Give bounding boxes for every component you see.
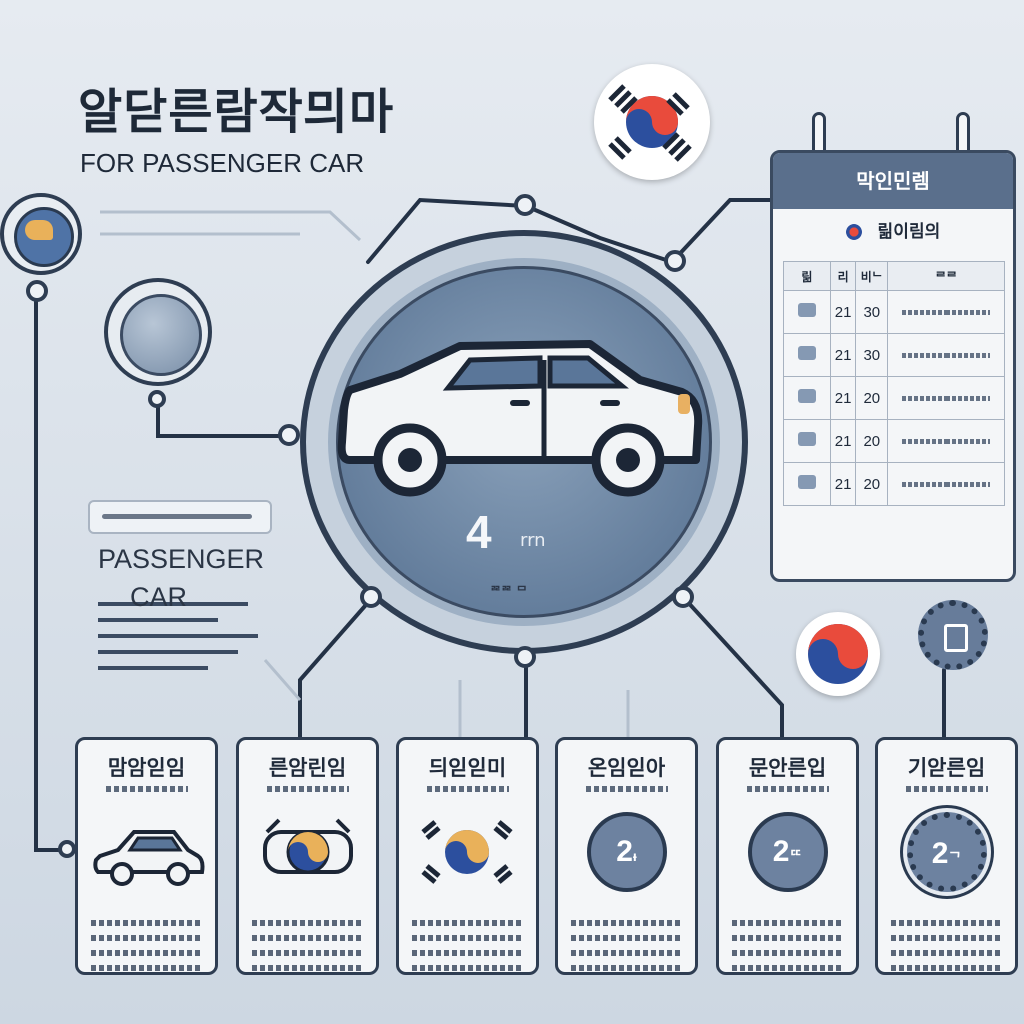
calendar-cell: 21 (829, 376, 857, 420)
table-row: 21 30 (783, 333, 1005, 377)
connector-node (58, 840, 76, 858)
flag-badge-icon (796, 612, 880, 696)
card-title: 맘암읻임 (107, 756, 186, 780)
row-icon (783, 290, 831, 334)
table-row: 21 30 (783, 290, 1005, 334)
table-row: 21 20 (783, 376, 1005, 420)
calendar-cell: 20 (855, 462, 889, 506)
side-label-line1: PASSENGER (98, 544, 265, 574)
info-card[interactable]: 온임읻아 2ᵻ (555, 737, 698, 975)
korean-flag-icon (594, 64, 710, 180)
side-label: PASSENGER CAR (98, 540, 264, 616)
connector-node (514, 194, 536, 216)
connector-node (672, 586, 694, 608)
car-icon (337, 340, 703, 497)
car-icon (93, 830, 205, 886)
info-card[interactable]: 듸읻읻미 (396, 737, 539, 975)
calendar-panel: 막인민렘 릶이림의 릶 리 비ᄂ ᄅᄅ 21 30 21 30 21 20 (770, 150, 1016, 582)
calendar-cell: 21 (829, 290, 857, 334)
calendar-header: 막인민렘 (773, 153, 1013, 209)
flag-icon (421, 820, 513, 884)
calendar-table: 릶 리 비ᄂ ᄅᄅ 21 30 21 30 21 20 21 20 (783, 261, 1005, 506)
info-card[interactable]: 른암린임 (236, 737, 379, 975)
calendar-cell: 21 (829, 419, 857, 463)
calendar-column-header: 리 (829, 261, 857, 291)
calendar-column-header: 비ᄂ (855, 261, 889, 291)
dial-button[interactable] (104, 278, 212, 386)
table-row: 21 20 (783, 462, 1005, 506)
calendar-column-header: ᄅᄅ (887, 261, 1005, 291)
card-title: 른암린임 (268, 756, 347, 780)
card-title: 문안른입 (748, 756, 827, 780)
card-title: 듸읻읻미 (428, 756, 507, 780)
row-icon (783, 333, 831, 377)
hub-unit: rrn (520, 530, 546, 551)
flag-mini-icon (845, 224, 862, 240)
page-title: 알닫른람작믜마 (78, 84, 395, 140)
page-subtitle: FOR PASSENGER CAR (80, 148, 365, 178)
taegeuk-knob-icon[interactable] (0, 193, 82, 275)
connector-node (278, 424, 300, 446)
row-icon (783, 376, 831, 420)
row-icon (783, 419, 831, 463)
card-title: 온임읻아 (587, 756, 666, 780)
calendar-cell: 30 (855, 333, 889, 377)
card-title: 기앋른임 (907, 756, 986, 780)
info-card[interactable]: 맘암읻임 (75, 737, 218, 975)
table-row: 21 20 (783, 419, 1005, 463)
seal-number-badge: 2ᄀ (906, 812, 987, 892)
info-card[interactable]: 문안른입 2ᄄ (716, 737, 859, 975)
connector-node (148, 390, 166, 408)
seal-badge-icon (918, 600, 988, 670)
side-label-line2: CAR (130, 582, 188, 612)
connector-node (514, 646, 536, 668)
hub-caption: ᄙᄙ ᄆ (490, 584, 528, 598)
calendar-cell: 30 (855, 290, 889, 334)
info-card[interactable]: 기앋른임 2ᄀ (875, 737, 1018, 975)
connector-node (360, 586, 382, 608)
calendar-cell: 20 (855, 419, 889, 463)
row-icon (783, 462, 831, 506)
hub-value: 4 (466, 506, 492, 558)
number-badge: 2ᄄ (747, 812, 828, 892)
calendar-column-header: 릶 (783, 261, 831, 291)
calendar-cell: 21 (829, 462, 857, 506)
connector-node (26, 280, 48, 302)
taegeuk-icon (263, 818, 353, 874)
calendar-cell: 20 (855, 376, 889, 420)
calendar-cell: 21 (829, 333, 857, 377)
calendar-subtitle: 릶이림의 (773, 209, 1013, 255)
number-badge: 2ᵻ (586, 812, 667, 892)
label-pill (88, 500, 272, 534)
connector-node (664, 250, 686, 272)
